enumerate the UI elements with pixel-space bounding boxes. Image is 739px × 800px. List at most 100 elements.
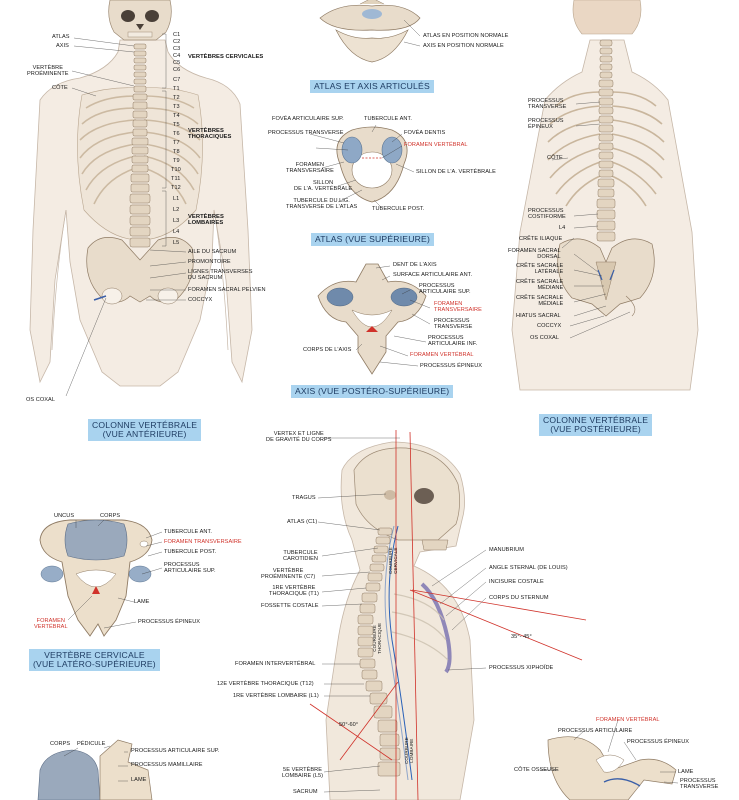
title-column-posterior-line2: (VUE POSTÉRIEURE) (550, 424, 641, 435)
label-lame-thoracic: LAME (678, 769, 694, 775)
cervical-vertebra (39, 519, 153, 637)
curve-lombaire: COURBURE LOMBAIRE (404, 737, 414, 764)
label-tubercule-post-cervical: TUBERCULE POST. (164, 549, 217, 555)
label-pedicule: PÉDICULE (77, 741, 106, 747)
title-column-anterior-line2: (VUE ANTÉRIEURE) (102, 429, 187, 440)
label-csmd-line2: MÉDIALE (538, 301, 564, 308)
level-t1: T1 (173, 86, 180, 92)
title-column-posterior: COLONNE VERTÉBRALE (VUE POSTÉRIEURE) (539, 414, 653, 437)
label-ptt-line1: PROCESSUS (680, 778, 716, 784)
label-vertex: VERTEX ET LIGNE DE GRAVITÉ DU CORPS (266, 431, 332, 444)
level-c7: C7 (173, 77, 181, 83)
label-processus-costiforme: PROCESSUS COSTIFORME (528, 208, 566, 221)
label-angle-50-60: 50°-60° (339, 722, 359, 728)
group-thoracic-line1: VERTÈBRES (188, 128, 224, 134)
level-c6: C6 (173, 67, 181, 73)
label-processus-transverse-atlas: PROCESSUS TRANSVERSE (268, 130, 344, 136)
label-foramen-vertebral-thoracic: FORAMEN VERTÉBRAL (596, 717, 660, 723)
label-processus-transverse-post: PROCESSUS TRANSVERSE (528, 98, 566, 111)
level-l5: L5 (173, 240, 180, 246)
level-t10: T10 (171, 167, 181, 173)
label-pasc-line2: ARTICULAIRE SUP. (164, 568, 216, 575)
label-pt-axis-line1: PROCESSUS (434, 318, 470, 324)
lumbar-vertebra-fragment (37, 739, 153, 800)
label-ft-axis-line1: FORAMEN (434, 301, 463, 307)
label-foramen-vertebral-atlas: FORAMEN VERTÉBRAL (404, 142, 468, 148)
lateral-spine (357, 527, 401, 777)
title-axis-posterior: AXIS (VUE POSTÉRO-SUPÉRIEURE) (291, 385, 454, 399)
level-c1: C1 (173, 32, 181, 38)
label-tubercule-ant-cervical: TUBERCULE ANT. (164, 529, 212, 535)
label-lame-lumbar: LAME (131, 777, 147, 783)
label-pt-axis-line2: TRANSVERSE (434, 324, 473, 331)
curve-thoracique-line2: THORACIQUE (377, 622, 382, 654)
label-tubercule-lig-line2: TRANSVERSE DE L'ATLAS (286, 204, 358, 211)
label-lignes-line1: LIGNES TRANSVERSES (188, 269, 253, 275)
label-pas-axis-line1: PROCESSUS (419, 283, 455, 289)
label-fsd-line1: FORAMEN SACRAL (508, 248, 561, 254)
label-fvc-line2: VERTÉBRAL (34, 624, 68, 631)
label-csm-line1: CRÊTE SACRALE (516, 279, 564, 285)
anterior-arms (51, 209, 229, 351)
label-processus-articulaire-thoracic: PROCESSUS ARTICULAIRE (558, 728, 633, 734)
label-processus-articulaire-sup-lumbar: PROCESSUS ARTICULAIRE SUP. (131, 748, 220, 754)
label-lignes-transverses: LIGNES TRANSVERSES DU SACRUM (188, 269, 253, 282)
label-t1-line1: 1re VERTÈBRE (272, 585, 316, 591)
label-pc-line1: PROCESSUS (528, 208, 564, 214)
label-fovea-dentis: FOVÉA DENTIS (404, 130, 446, 136)
label-axis: AXIS (56, 43, 69, 49)
label-crete-sacrale-laterale: CRÊTE SACRALE LATÉRALE (516, 263, 563, 276)
level-t9: T9 (173, 158, 180, 164)
level-t4: T4 (173, 113, 180, 119)
label-pai-line2: ARTICULAIRE INF. (428, 341, 478, 348)
level-t5: T5 (173, 122, 180, 128)
label-processus-transverse-axis: PROCESSUS TRANSVERSE (434, 318, 472, 331)
label-sillon-left-line1: SILLON (312, 180, 334, 186)
label-atlas-normal: ATLAS EN POSITION NORMALE (423, 33, 509, 39)
label-tc-line2: CAROTIDIEN (283, 556, 318, 563)
label-fovea-articulaire-sup: FOVÉA ARTICULAIRE SUP. (272, 116, 344, 122)
label-surface-articulaire-ant: SURFACE ARTICULAIRE ANT. (393, 272, 473, 278)
label-tubercule-post-atlas: TUBERCULE POST. (372, 206, 425, 212)
label-fossette-costale: FOSSETTE COSTALE (261, 603, 319, 609)
label-vertebre-proeminente: VERTÈBRE PROÉMINENTE (27, 65, 69, 78)
thoracic-vertebra-fragment (547, 736, 677, 800)
label-c7-line2: PROÉMINENTE (C7) (261, 574, 316, 581)
label-cote-anterior: CÔTE (52, 85, 68, 91)
lateral-spinal-curve-lines (384, 525, 413, 781)
label-uncus: UNCUS (54, 513, 75, 519)
level-t12: T12 (171, 185, 181, 191)
label-pai-line1: PROCESSUS (428, 335, 464, 341)
label-vertebre-line1: VERTÈBRE (32, 65, 64, 71)
label-foramen-transversaire-atlas: FORAMEN TRANSVERSAIRE (286, 162, 334, 175)
label-tragus: TRAGUS (292, 495, 316, 501)
title-column-anterior: COLONNE VERTÉBRALE (VUE ANTÉRIEURE) (88, 419, 202, 442)
label-vertex-line2: DE GRAVITÉ DU CORPS (266, 437, 332, 444)
title-atlas-axis: ATLAS ET AXIS ARTICULÉS (310, 80, 434, 94)
label-fsd-line2: DORSAL (537, 254, 561, 261)
label-t1-line2: THORACIQUE (T1) (269, 591, 319, 598)
label-vertebre-line2: PROÉMINENTE (27, 71, 69, 78)
label-foramen-sacral-pelvien: FORAMEN SACRAL PELVIEN (188, 287, 266, 293)
label-vertebre-c7: VERTÈBRE PROÉMINENTE (C7) (261, 568, 315, 581)
level-c5: C5 (173, 60, 181, 66)
label-c7-line1: VERTÈBRE (272, 568, 304, 574)
lateral-body-figure (325, 441, 475, 800)
label-foramen-vertebral-axis: FORAMEN VERTÉBRAL (410, 352, 474, 358)
group-thoracic-line2: THORACIQUES (188, 134, 232, 141)
label-ft-atlas-line2: TRANSVERSAIRE (286, 168, 334, 175)
label-sacrum: SACRUM (293, 789, 318, 795)
label-angle-sternal: ANGLE STERNAL (DE LOUIS) (489, 565, 568, 571)
label-lignes-line2: DU SACRUM (188, 275, 223, 282)
label-tubercule-ant-atlas: TUBERCULE ANT. (364, 116, 412, 122)
label-atlas: ATLAS (52, 34, 70, 40)
label-ptp-line2: TRANSVERSE (528, 104, 567, 111)
label-ptt-line2: TRANSVERSE (680, 784, 719, 791)
label-foramen-transversaire-cervical: FORAMEN TRANSVERSAIRE (164, 539, 242, 545)
label-ptp-line1: PROCESSUS (528, 98, 564, 104)
atlas-superior-view (336, 126, 408, 203)
label-ft-atlas-line1: FORAMEN (295, 162, 325, 168)
curve-lombaire-line2: LOMBAIRE (409, 738, 414, 763)
